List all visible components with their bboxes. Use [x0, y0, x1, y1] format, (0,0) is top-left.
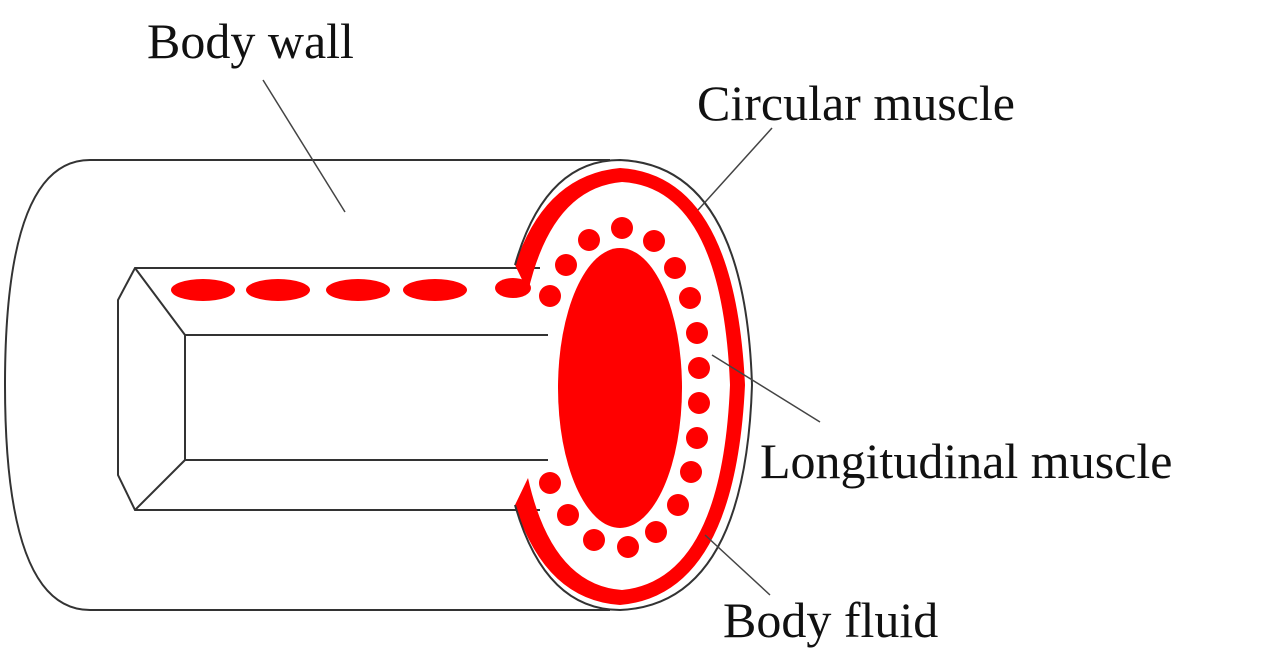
inner-cavity [117, 267, 548, 511]
circular-muscle-label: Circular muscle [697, 75, 1015, 131]
longitudinal-muscle-strip [171, 278, 531, 301]
body-fluid-ellipse [558, 248, 682, 528]
body-wall-leader [262, 79, 346, 213]
body-fluid-label: Body fluid [723, 592, 938, 648]
longitudinal-muscle-label: Longitudinal muscle [760, 433, 1172, 489]
longitudinal-muscle-dots [539, 217, 710, 558]
body-wall-label: Body wall [147, 13, 354, 69]
body-fluid-leader [704, 534, 771, 596]
circular-muscle-leader [697, 127, 773, 211]
longitudinal-muscle-leader [711, 354, 821, 423]
body-wall-outline [3, 159, 610, 611]
